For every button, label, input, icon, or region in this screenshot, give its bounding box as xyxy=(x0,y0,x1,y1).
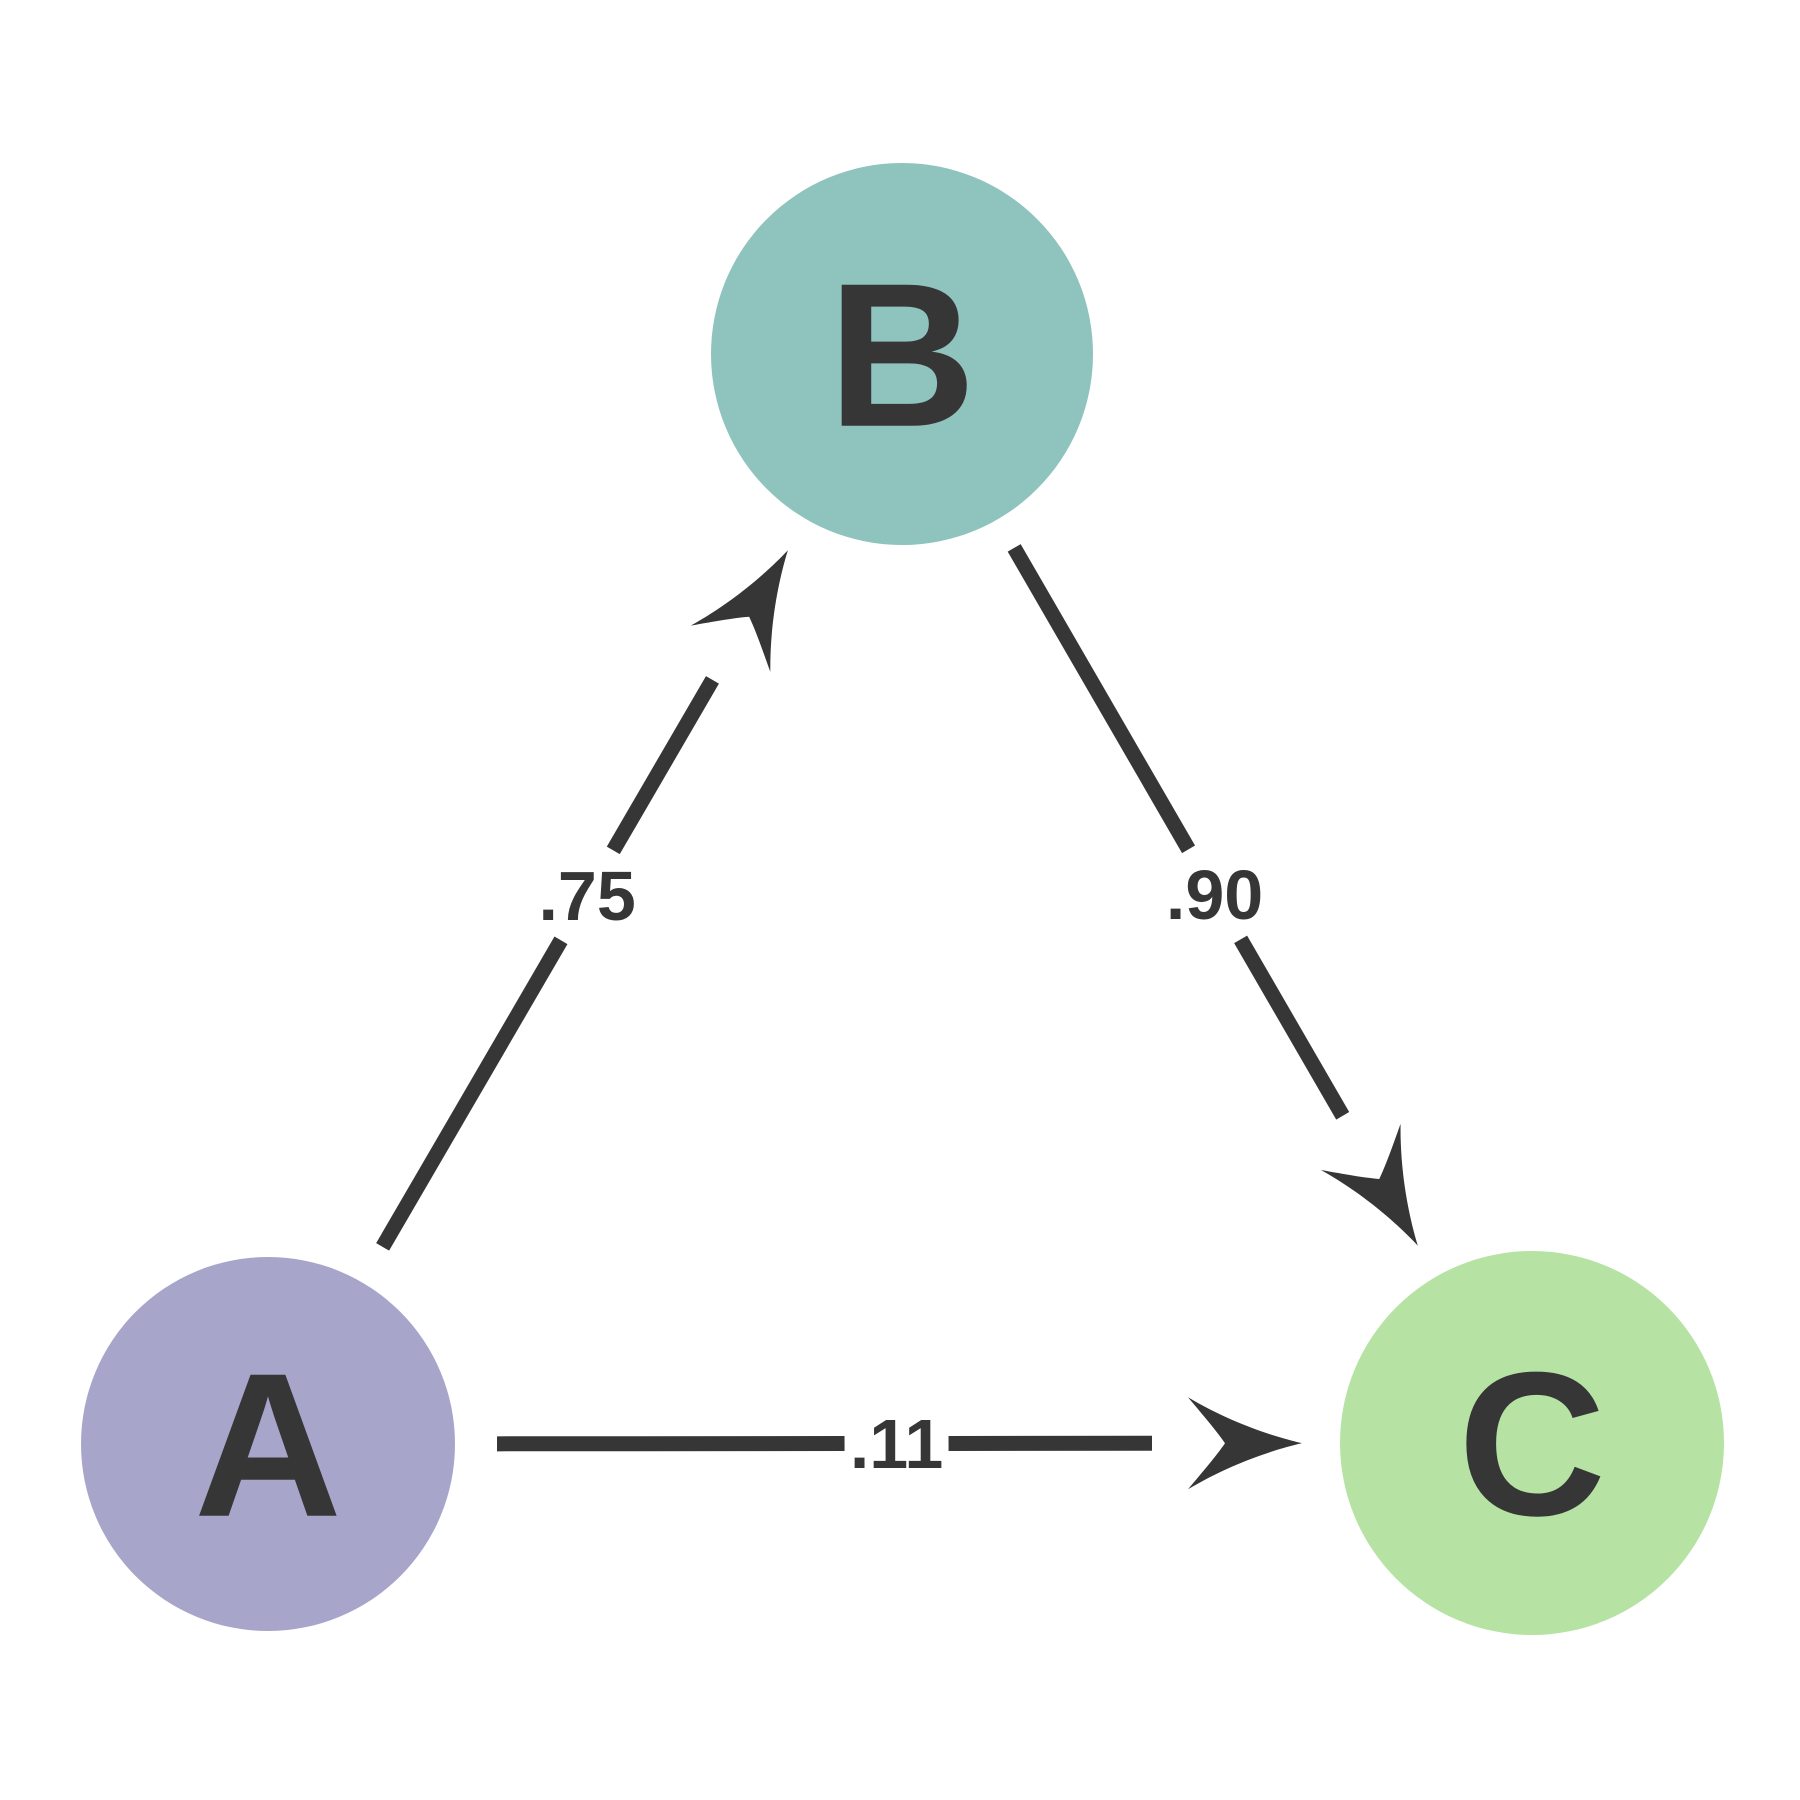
node-label-A: A xyxy=(194,1331,342,1560)
node-circle-B xyxy=(711,163,1093,545)
node-label-C: C xyxy=(1458,1330,1606,1559)
node-circle-C xyxy=(1340,1251,1724,1635)
arrowhead-icon-A-B xyxy=(690,550,788,672)
edge-line-B-C xyxy=(1007,544,1196,854)
node-circle-A xyxy=(81,1257,455,1631)
edge-line-B-C xyxy=(1234,935,1350,1120)
edge-weight-label-B-C: .90 xyxy=(1166,856,1263,934)
edge-line-A-B xyxy=(606,676,719,855)
edge-weight-label-A-B: .75 xyxy=(538,857,635,935)
arrowhead-icon-A-C xyxy=(1187,1397,1303,1490)
arrowhead-icon-B-C xyxy=(1320,1123,1418,1246)
node-label-B: B xyxy=(828,241,976,470)
edge-line-A-B xyxy=(376,936,568,1251)
edge-weight-label-A-C: .11 xyxy=(850,1405,943,1483)
